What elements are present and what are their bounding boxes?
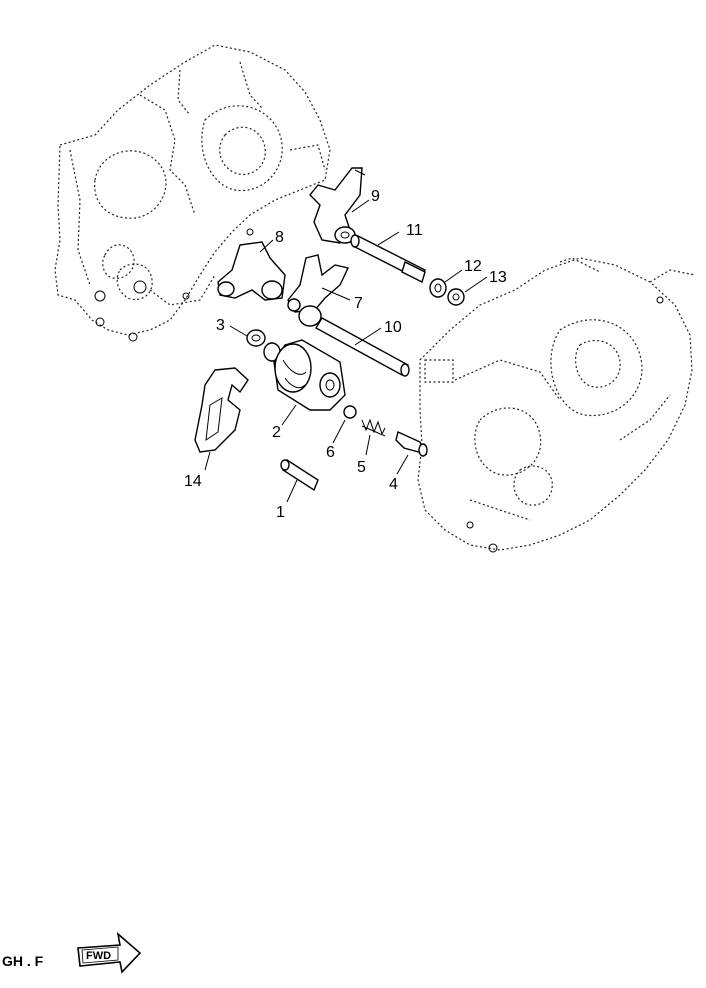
part-10-shaft bbox=[315, 317, 410, 377]
part-1-pin bbox=[280, 458, 319, 492]
callout-10: 10 bbox=[384, 319, 402, 336]
callouts: 9 11 12 13 8 7 10 3 2 14 6 5 4 1 bbox=[184, 188, 507, 521]
part-12-washer bbox=[429, 278, 447, 298]
part-8-shift-fork bbox=[217, 241, 286, 301]
leader-lines bbox=[204, 199, 488, 503]
callout-9: 9 bbox=[371, 188, 380, 205]
callout-8: 8 bbox=[275, 229, 284, 246]
callout-11: 11 bbox=[406, 222, 423, 239]
callout-4: 4 bbox=[389, 476, 398, 493]
callout-7: 7 bbox=[354, 295, 363, 312]
callout-5: 5 bbox=[357, 459, 366, 476]
part-9-shift-fork bbox=[309, 167, 366, 244]
part-11-shaft bbox=[350, 234, 426, 283]
part-14-plate bbox=[194, 367, 249, 453]
page-code: GH . F bbox=[2, 953, 44, 969]
fwd-label: FWD bbox=[86, 950, 111, 962]
part-13-nut bbox=[447, 288, 465, 306]
callout-6: 6 bbox=[326, 444, 335, 461]
part-6-ball bbox=[343, 405, 357, 419]
part-3-washer bbox=[246, 329, 266, 347]
footer: GH . F FWD bbox=[2, 931, 142, 974]
part-2-shift-drum bbox=[263, 339, 346, 411]
callout-2: 2 bbox=[272, 424, 281, 441]
callout-13: 13 bbox=[489, 269, 507, 286]
left-crankcase bbox=[54, 44, 331, 342]
right-crankcase bbox=[417, 257, 696, 553]
fwd-arrow-icon bbox=[77, 931, 142, 974]
part-4-plunger bbox=[395, 431, 428, 457]
callout-14: 14 bbox=[184, 473, 202, 490]
callout-12: 12 bbox=[464, 258, 482, 275]
part-5-spring bbox=[361, 418, 386, 437]
callout-1: 1 bbox=[276, 504, 285, 521]
callout-3: 3 bbox=[216, 317, 225, 334]
part-7-shift-fork bbox=[287, 254, 350, 327]
